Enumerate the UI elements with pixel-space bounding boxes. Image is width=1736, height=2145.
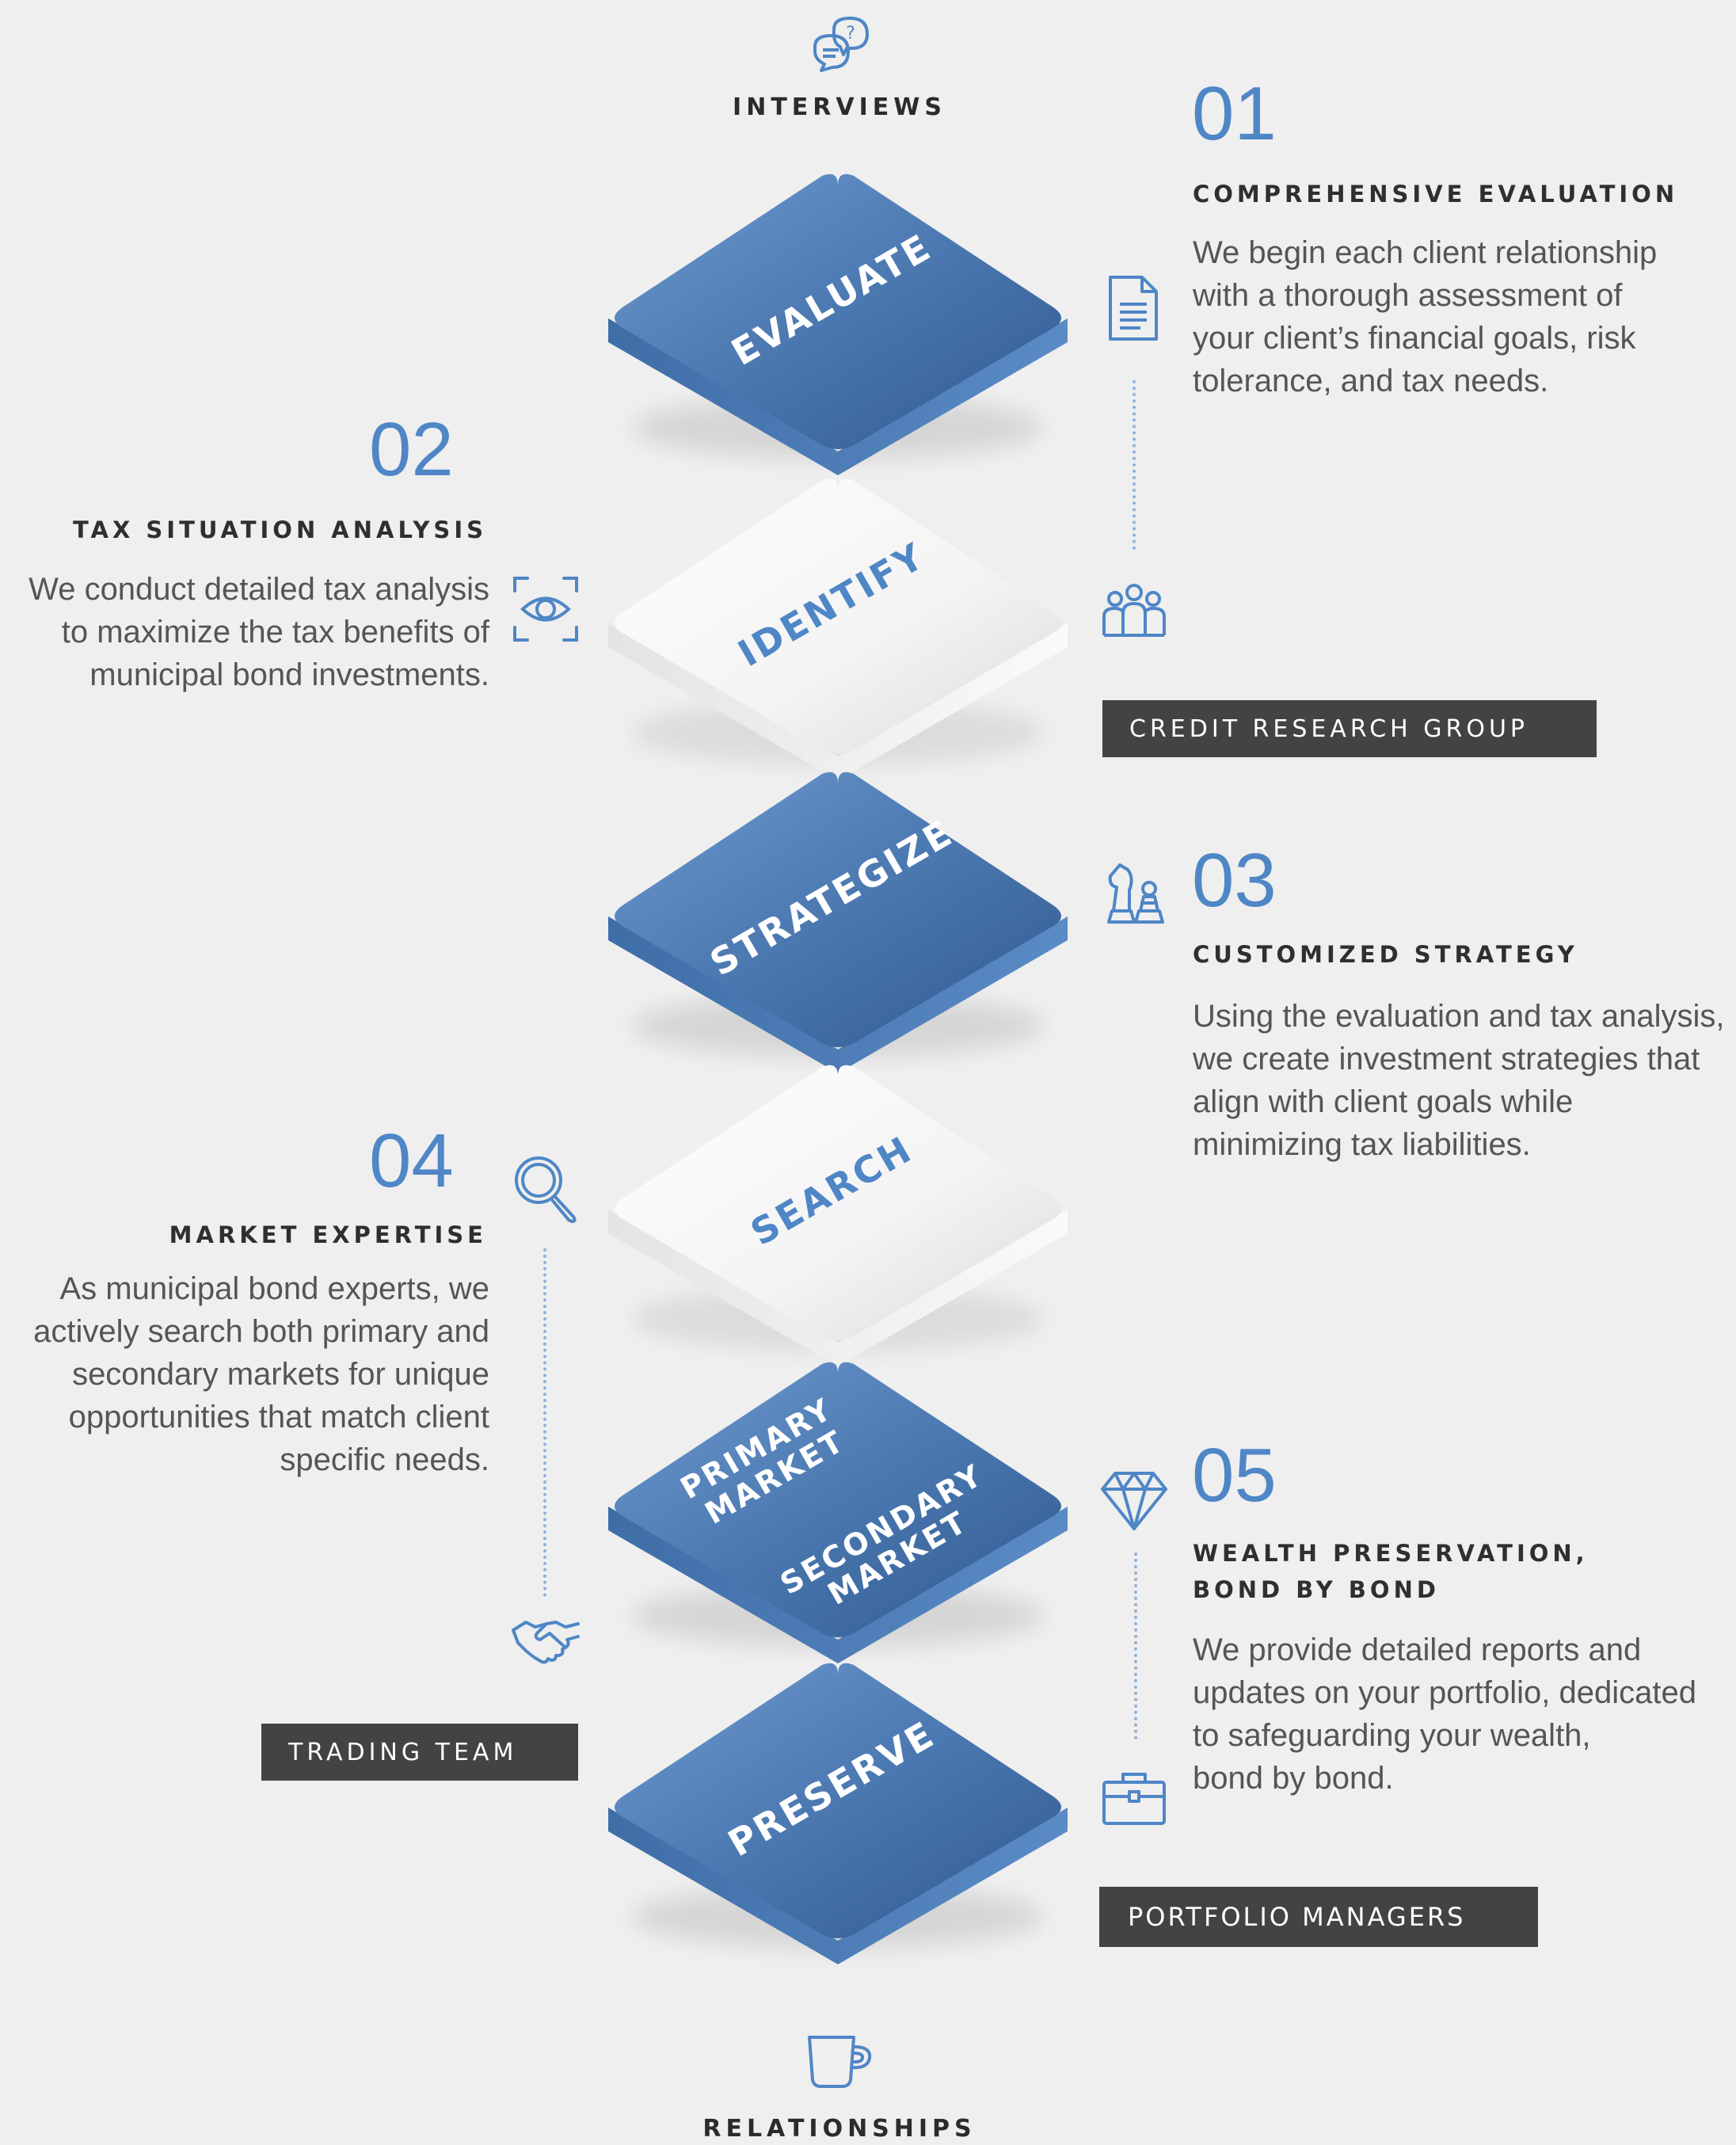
eye-scan-icon [513,577,578,642]
briefcase-icon [1102,1773,1166,1825]
tag-trading-team: TRADING TEAM [261,1724,578,1781]
magnifier-icon [515,1156,577,1224]
step-02-number: 02 [369,407,454,492]
tile-identify [608,478,1068,780]
step-03-number: 03 [1192,838,1277,923]
step-02-heading: TAX SITUATION ANALYSIS [72,516,487,543]
step-01-number: 01 [1192,71,1277,156]
chess-icon [1107,863,1164,924]
connector-right-2 [1134,1553,1137,1739]
svg-text:?: ? [846,24,855,44]
step-03-heading: CUSTOMIZED STRATEGY [1193,941,1578,968]
tile-strategize [608,772,1068,1073]
tile-evaluate [608,173,1068,475]
tile-markets [608,1362,1068,1663]
step-05-heading: WEALTH PRESERVATION,BOND BY BOND [1193,1540,1589,1603]
step-03-text: Using the evaluation and tax analysis,we… [1193,999,1725,1162]
tag-portfolio-managers: PORTFOLIO MANAGERS [1099,1887,1538,1947]
handshake-icon [512,1621,580,1664]
top-label: INTERVIEWS [733,93,946,121]
step-04-number: 04 [369,1118,454,1203]
connector-right-1 [1133,380,1136,550]
connector-left-1 [543,1248,546,1597]
step-04-heading: MARKET EXPERTISE [169,1221,487,1248]
step-05-number: 05 [1192,1433,1277,1518]
bottom-label: RELATIONSHIPS [702,2115,976,2143]
document-icon [1109,276,1158,341]
tile-search [608,1065,1068,1366]
diamond-icon [1101,1472,1167,1530]
tile-preserve [608,1663,1068,1964]
chat-question-icon: ? [813,17,869,72]
people-group-icon [1102,584,1166,637]
step-01-heading: COMPREHENSIVE EVALUATION [1193,181,1679,208]
tag-credit-research-group: CREDIT RESEARCH GROUP [1102,700,1597,757]
coffee-cup-icon [808,2036,872,2088]
